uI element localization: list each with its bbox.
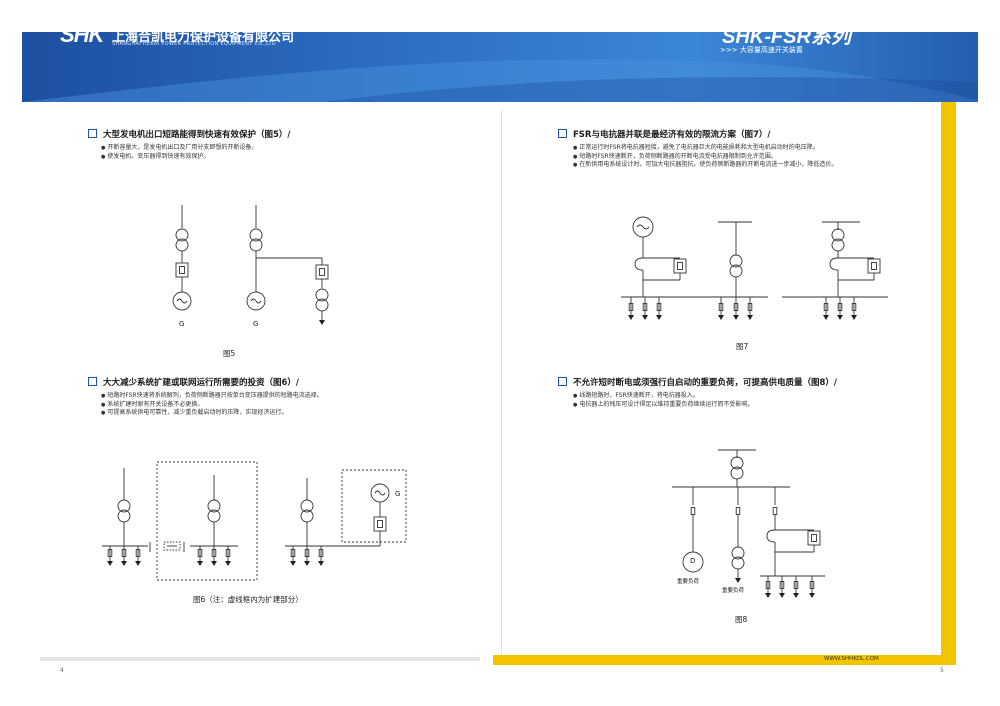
company-logo: SHK [60, 22, 104, 47]
website-url[interactable]: WWW.SHHKDL.COM [824, 656, 879, 662]
section-title-fig8: 不允许短时断电或须强行自启动的重要负荷，可提高供电质量（图8）/ [558, 376, 837, 388]
section-bullets-fig8: 线路短路时，FSR快速断开，将电抗器投入。 电抗器上的残压可设计得足以维持重要负… [573, 392, 753, 409]
fig8-load-label-1: 重要负荷 [677, 579, 700, 585]
checkbox-icon [558, 129, 567, 138]
fig5-caption: 图5 [223, 349, 236, 358]
section-title-fig5: 大型发电机出口短路能得到快速有效保护（图5）/ [88, 128, 291, 140]
figure-5-diagram [172, 205, 329, 326]
page-number-left: 4 [60, 667, 64, 674]
header-banner [22, 32, 978, 102]
fig5-gen-label-2: G [253, 320, 259, 328]
checkbox-icon [88, 129, 97, 138]
figure-7-diagram [621, 216, 888, 321]
fig8-load-label-2: 重要负荷 [722, 588, 745, 594]
fig8-caption: 图8 [735, 615, 748, 624]
accent-bar-vertical [941, 102, 956, 655]
fig7-caption: 图7 [736, 342, 749, 351]
series-subtitle: >>> 大容量高速开关装置 [720, 46, 803, 54]
section-bullets-fig5: 开断容量大，是发电机出口及厂用分支即想的开断设备。 使发电机、变压器得到快速有效… [101, 144, 257, 161]
series-title: SHK-FSR系列 [722, 26, 851, 48]
figure-8-diagram [672, 449, 825, 599]
fig6-caption: 图6（注：虚线框内为扩建部分） [193, 595, 303, 604]
section-bullets-fig6: 短路时FSR快速将系统解列，负荷侧断路器只按单台变压器提供的短路电流选择。 系统… [101, 392, 322, 418]
section-bullets-fig7: 正常运行时FSR将电抗器短接，避免了电抗器巨大的电能损耗和大型电机启动时的电压降… [573, 144, 837, 170]
footer-bar [40, 657, 480, 661]
fig6-gen-label: G [395, 490, 401, 498]
page-divider [501, 110, 502, 655]
section-title-fig7: FSR与电抗器并联是最经济有效的限流方案（图7）/ [558, 128, 771, 140]
checkbox-icon [558, 377, 567, 386]
fig8-motor-label: D [690, 557, 696, 565]
page-number-right: 5 [940, 667, 944, 674]
company-name: 上海合凯电力保护设备有限公司 [112, 30, 295, 45]
header-swoosh-decoration [22, 59, 978, 102]
fig5-gen-label-1: G [179, 320, 185, 328]
company-name-english: SHANGHAI HEKAI POWER PROTECTION EQUIPMEN… [112, 41, 277, 47]
section-title-fig6: 大大减少系统扩建或联网运行所需要的投资（图6）/ [88, 376, 299, 388]
checkbox-icon [88, 377, 97, 386]
figure-6-diagram [102, 461, 407, 581]
accent-bar-horizontal [493, 655, 956, 665]
